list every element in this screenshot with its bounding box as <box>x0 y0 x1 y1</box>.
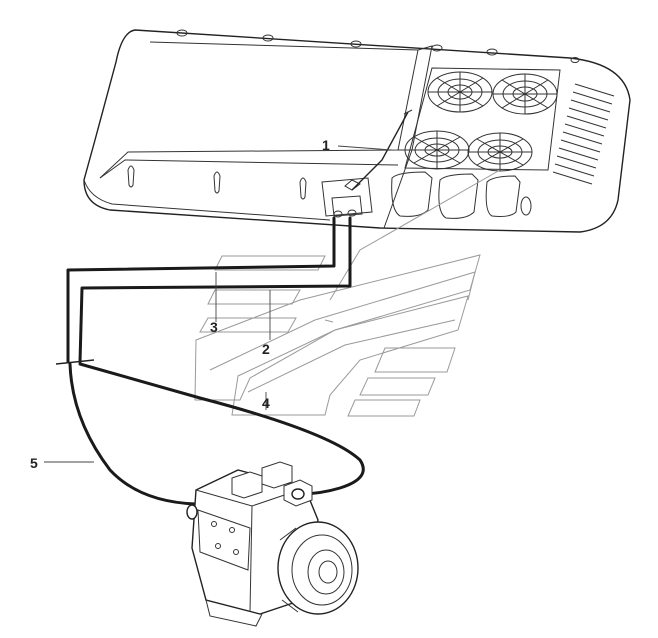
callout-4: 4 <box>262 395 270 411</box>
fan-bottom-right <box>467 132 533 172</box>
rooftop-ac-unit <box>83 29 631 301</box>
top-screws <box>176 29 580 63</box>
fan-top-right <box>492 73 558 115</box>
refrigerant-hoses <box>55 216 365 506</box>
callout-labels: 1 2 3 4 5 <box>30 137 330 471</box>
compressor <box>186 461 359 627</box>
callout-3: 3 <box>210 319 218 335</box>
fan-bottom-left <box>404 130 470 170</box>
callout-1: 1 <box>322 137 330 153</box>
fan-top-left <box>427 71 493 113</box>
hose-suction <box>68 362 198 506</box>
leader-lines <box>44 145 393 463</box>
callout-2: 2 <box>262 341 270 357</box>
side-louvers <box>552 83 615 185</box>
connection-box <box>321 177 373 218</box>
condenser-recesses <box>391 171 532 219</box>
front-vents <box>127 165 307 200</box>
callout-5: 5 <box>30 455 38 471</box>
vehicle-body-outline <box>194 254 481 417</box>
hose-discharge <box>78 362 365 496</box>
leader-1 <box>337 145 393 151</box>
hose-line-3 <box>66 216 336 364</box>
sensor-cable <box>351 111 409 191</box>
